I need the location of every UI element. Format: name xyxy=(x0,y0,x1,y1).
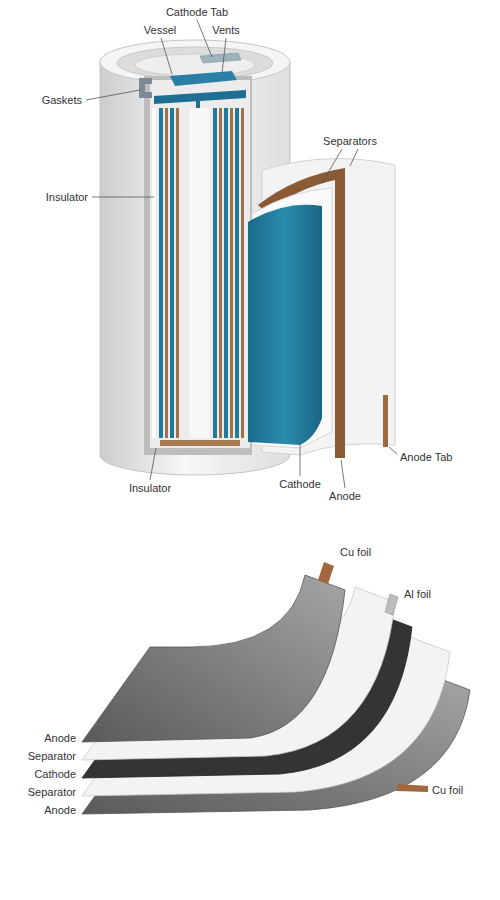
anode-layer xyxy=(241,108,244,438)
leader-line xyxy=(350,149,358,166)
cathode-layer xyxy=(235,108,239,438)
leader-lines xyxy=(86,20,397,488)
cu-foil-tab xyxy=(318,562,334,584)
anode-layer xyxy=(165,108,168,438)
part-label: Vessel xyxy=(144,24,176,37)
anode-layer xyxy=(176,108,179,438)
cathode-tab-plate xyxy=(200,53,241,63)
anode-layer xyxy=(219,108,222,438)
part-label: Insulator xyxy=(129,482,171,495)
wound-layers xyxy=(152,108,244,438)
layer-label: Separator xyxy=(28,786,76,799)
layer-label: Anode xyxy=(44,804,76,817)
layer-label: Cu foil xyxy=(432,784,463,797)
leader-line xyxy=(150,448,156,480)
part-label: Cathode Tab xyxy=(166,6,228,19)
layer-label: Separator xyxy=(28,750,76,763)
part-label: Anode xyxy=(329,490,361,503)
cathode-layer xyxy=(170,108,174,438)
anode-layer xyxy=(230,108,233,438)
vent-cap xyxy=(170,71,237,86)
part-label: Vents xyxy=(212,24,240,37)
part-label: Separators xyxy=(323,135,377,148)
gasket xyxy=(139,78,152,98)
can-wall-section xyxy=(144,76,252,455)
layer-stack xyxy=(82,575,470,814)
part-label: Cathode xyxy=(279,478,321,491)
part-label: Insulator xyxy=(46,191,88,204)
leader-line xyxy=(322,149,342,183)
layer-label: Anode xyxy=(44,732,76,745)
layer-label: Al foil xyxy=(404,588,431,601)
layer-label: Cu foil xyxy=(340,546,371,559)
cathode-layer xyxy=(159,108,163,438)
part-label: Anode Tab xyxy=(400,451,452,464)
leader-line xyxy=(222,38,226,73)
can-interior xyxy=(150,80,250,448)
leader-line xyxy=(86,90,140,100)
bottom-insulator xyxy=(160,440,240,446)
insulator-strip xyxy=(152,108,156,438)
anode-layer-sheet xyxy=(82,575,345,742)
leader-line xyxy=(92,197,154,198)
leader-line xyxy=(300,443,301,476)
part-label: Gaskets xyxy=(42,94,82,107)
cathode-layer xyxy=(213,108,217,438)
cu-foil-tab xyxy=(396,784,428,792)
anode-tab xyxy=(383,395,388,447)
leader-line xyxy=(389,447,397,454)
leader-line xyxy=(341,460,345,488)
cathode-layer xyxy=(224,108,228,438)
cap-top xyxy=(135,54,255,76)
leader-line xyxy=(161,38,172,74)
leader-line xyxy=(197,20,212,57)
al-foil-tab xyxy=(385,594,398,615)
cathode-sheet xyxy=(248,205,322,445)
layer-label: Cathode xyxy=(34,768,76,781)
center-mandrel xyxy=(190,108,210,438)
